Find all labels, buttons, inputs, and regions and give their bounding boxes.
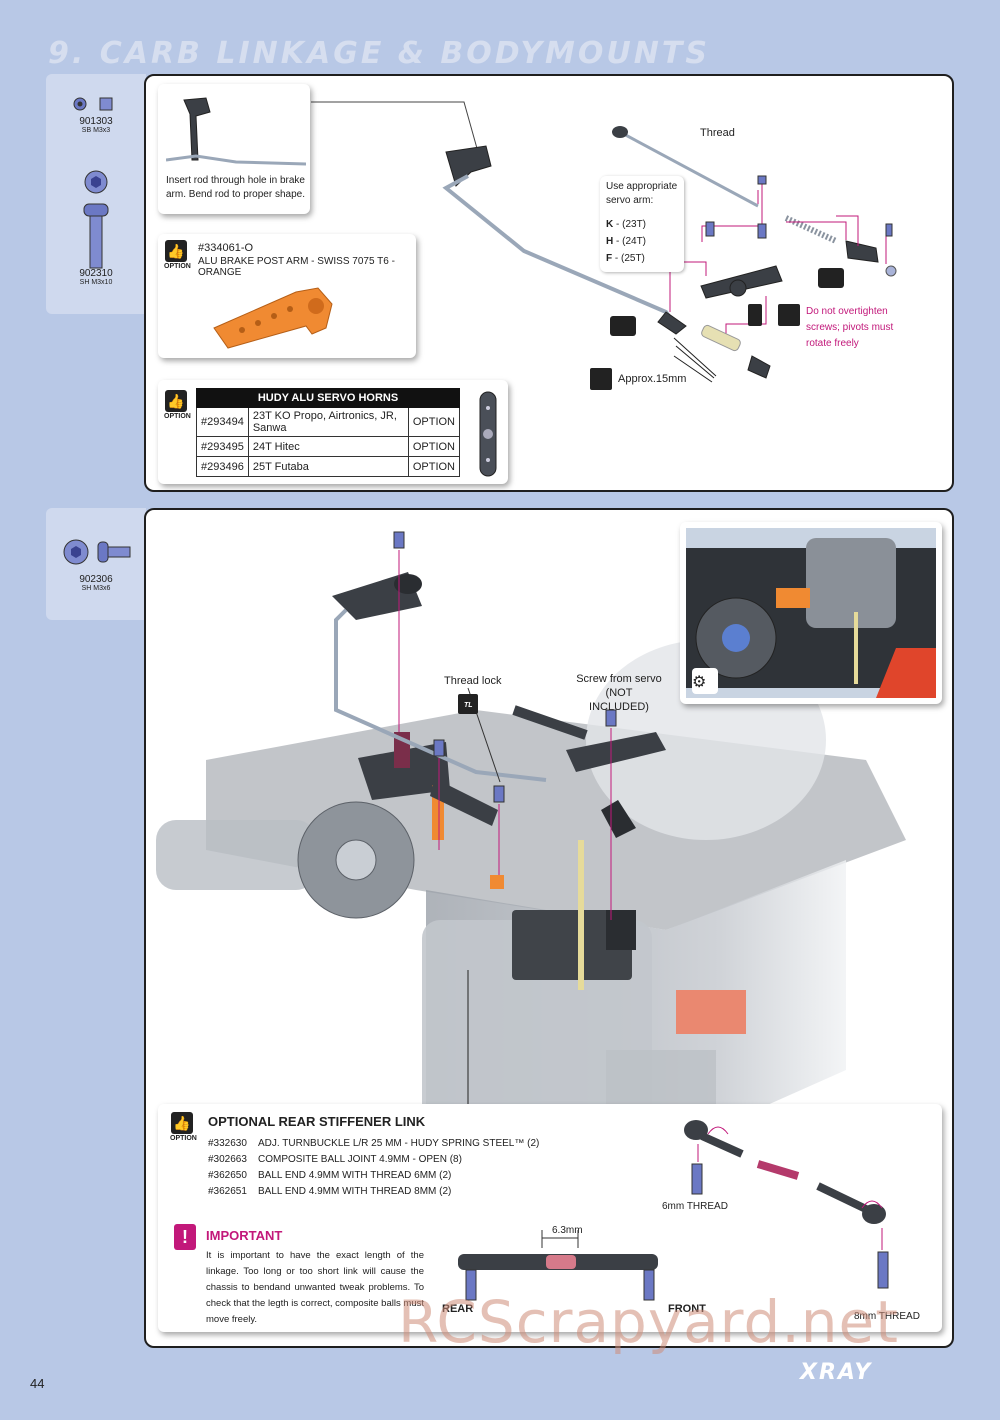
thumbs-up-icon: 👍	[165, 390, 187, 412]
socket-head-screw-short-icon	[63, 539, 131, 565]
carb-linkage-diagram	[276, 90, 897, 390]
overtighten-warning: Do not overtighten screws; pivots must r…	[806, 306, 894, 349]
option-icon: 👍 OPTION	[170, 1112, 197, 1142]
stiffener-title: OPTIONAL REAR STIFFENER LINK	[208, 1114, 426, 1129]
top-assembly-panel: DETAIL Insert rod through hole in brake …	[144, 74, 954, 492]
rear-label: REAR	[442, 1303, 474, 1315]
servo-horns-title: HUDY ALU SERVO HORNS	[196, 388, 460, 408]
brake-arm-name: ALU BRAKE POST ARM - SWISS 7075 T6 - ORA…	[198, 256, 395, 278]
brand-logo: XRAY	[800, 1360, 873, 1385]
option-icon: 👍 OPTION	[164, 390, 191, 420]
detail-brake-arm-icon	[166, 97, 306, 166]
section-title: 9. CARB LINKAGE & BODYMOUNTS	[48, 36, 710, 71]
tool-gear-icon: ⚙	[692, 674, 707, 691]
servo-arm-k: K - (23T)	[606, 219, 647, 230]
brake-arm-code: #334061-O	[198, 242, 254, 254]
servo-horn-icon	[479, 391, 497, 477]
servo-arm-intro: Use appropriate servo arm:	[606, 181, 678, 206]
detail-callout: DETAIL Insert rod through hole in brake …	[158, 84, 310, 214]
stiffener-link-diagram	[458, 1230, 658, 1301]
servo-arm-f: F - (25T)	[606, 253, 645, 264]
approx-length-label: Approx.15mm	[618, 373, 687, 385]
orange-brake-arm-icon	[213, 287, 333, 349]
option-icon: 👍 OPTION	[164, 240, 191, 270]
socket-head-screw-icon	[83, 170, 109, 269]
page-number: 44	[30, 1376, 45, 1391]
button-head-screw-icon	[73, 97, 113, 111]
thread-label: Thread	[700, 127, 735, 139]
screw-from-servo-label: Screw from servo (NOT INCLUDED)	[576, 673, 662, 713]
turnbuckle-diagram	[684, 1120, 889, 1289]
thumbs-up-icon: 👍	[165, 240, 187, 262]
setup-photo-card: ⚙	[680, 522, 942, 704]
thumbs-up-icon: 👍	[171, 1112, 193, 1134]
thread-lock-label: Thread lock	[444, 675, 502, 687]
thread-lock-badge: TL	[464, 702, 473, 709]
important-text: It is important to have the exact length…	[206, 1250, 424, 1325]
front-label: FRONT	[668, 1303, 706, 1315]
important-icon: !	[174, 1224, 196, 1250]
important-title: IMPORTANT	[206, 1228, 283, 1243]
thread-8mm-label: 8mm THREAD	[854, 1311, 920, 1322]
bottom-assembly-panel: Thread lock TL Screw from servo (NOT INC…	[144, 508, 954, 1348]
detail-instruction-text: Insert rod through hole in brake arm. Be…	[166, 175, 305, 200]
watermark: RCScrapyard.net	[398, 1288, 899, 1356]
thread-6mm-label: 6mm THREAD	[662, 1201, 728, 1212]
brake-arm-option-card: 👍 OPTION #334061-O ALU BRAKE POST ARM - …	[158, 234, 416, 358]
detail-badge: DETAIL	[284, 110, 306, 116]
stiffener-link-card: 👍 OPTION OPTIONAL REAR STIFFENER LINK #3…	[158, 1104, 942, 1332]
engine-photo	[686, 528, 936, 698]
servo-arm-h: H - (24T)	[606, 236, 647, 247]
link-dimension: 6.3mm	[552, 1225, 583, 1236]
servo-arm-note: Use appropriate servo arm: K - (23T) H -…	[600, 176, 684, 272]
